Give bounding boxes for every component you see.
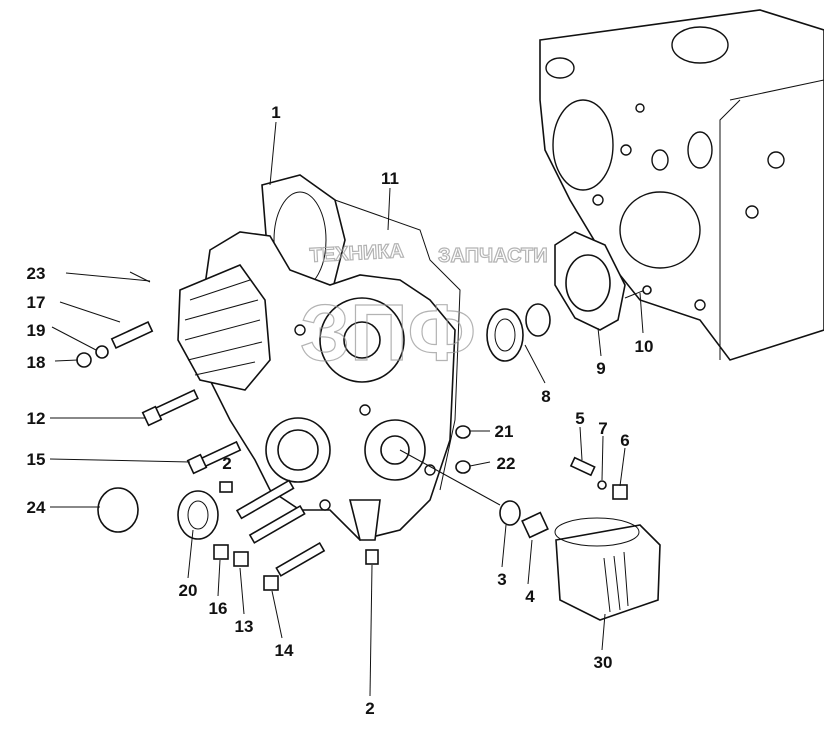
oil-pump-cover-part-9 [554,231,626,331]
callout-12: 12 [27,409,46,428]
watermark-mark: ЗПФ [300,288,476,377]
callout-3: 3 [497,570,506,589]
callout-7: 7 [598,419,607,438]
o-rings-parts-21-22 [455,425,471,474]
callout-2-upper: 2 [222,454,231,473]
callout-13: 13 [235,617,254,636]
callout-10: 10 [635,337,654,356]
watermark-right-text: ЗАПЧАСТИ [438,245,548,267]
oil-pump-rotors-part-8 [486,303,551,362]
callout-11: 11 [381,169,399,188]
watermark-left-text: ТЕХНИКА [309,240,404,267]
callout-labels: 1 11 23 17 19 18 12 15 2 24 20 16 13 14 … [27,103,654,718]
callout-6: 6 [620,431,629,450]
leader-lines [49,121,644,697]
callout-19: 19 [27,321,46,340]
callout-15: 15 [27,450,46,469]
callout-16: 16 [209,599,228,618]
relief-valve-parts [399,449,628,539]
callout-30: 30 [594,653,613,672]
callout-9: 9 [596,359,605,378]
callout-4: 4 [525,587,535,606]
bolt-part-10 [624,285,652,299]
callout-22: 22 [497,454,516,473]
timing-cover-housing [177,231,456,541]
callout-24: 24 [27,498,46,517]
callout-1: 1 [271,103,280,122]
callout-8: 8 [541,387,550,406]
callout-21: 21 [495,422,514,441]
callout-20: 20 [179,581,198,600]
callout-23: 23 [27,264,46,283]
engine-block [539,9,824,361]
watermark: ТЕХНИКА ЗАПЧАСТИ ЗПФ [299,239,548,377]
callout-17: 17 [27,293,46,312]
left-fasteners [76,271,379,591]
callout-14: 14 [275,641,294,660]
callout-18: 18 [27,353,46,372]
callout-5: 5 [575,409,584,428]
callout-2-lower: 2 [365,699,374,718]
oil-filter-part-30 [554,517,661,621]
